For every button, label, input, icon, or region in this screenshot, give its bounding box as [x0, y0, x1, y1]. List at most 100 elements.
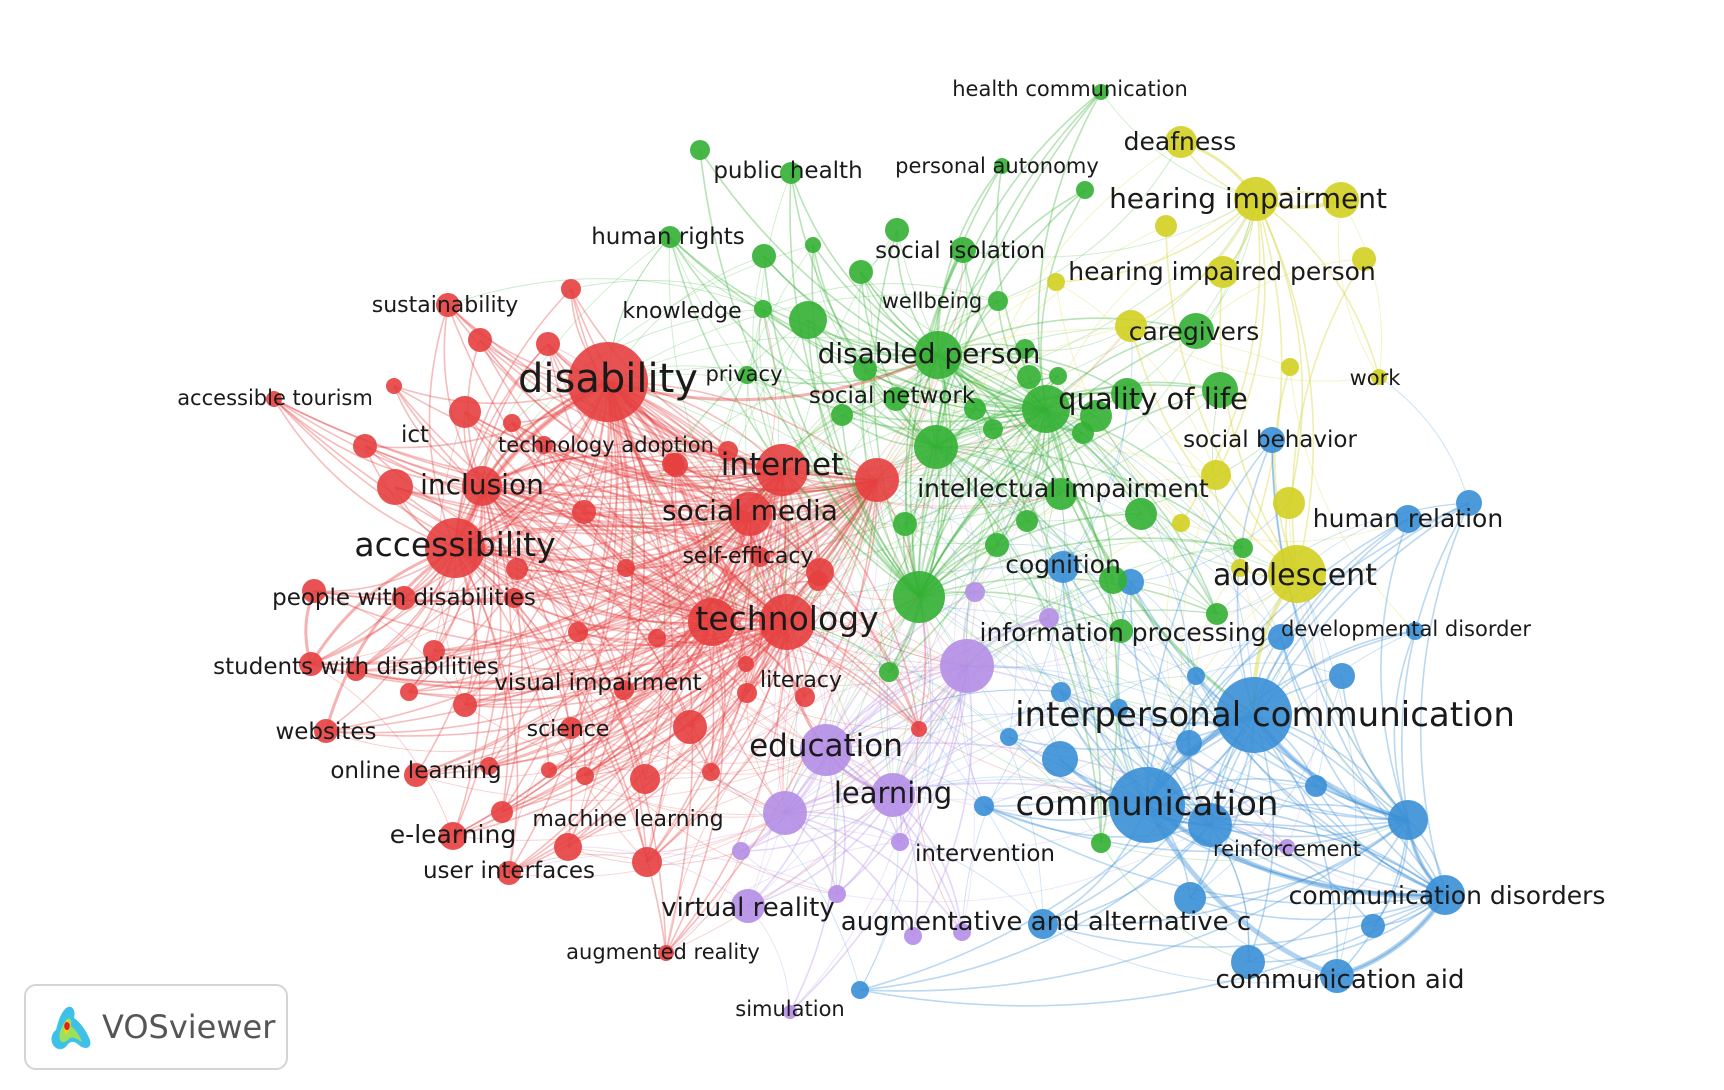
- node-learning[interactable]: [871, 773, 915, 817]
- node-hearing-impaired-person[interactable]: [1207, 256, 1239, 288]
- node-social-behavior[interactable]: [1259, 427, 1285, 453]
- node-n-r29[interactable]: [480, 757, 498, 775]
- node-n-y5[interactable]: [1047, 273, 1065, 291]
- node-social-isolation[interactable]: [950, 237, 976, 263]
- node-n-g27[interactable]: [988, 291, 1008, 311]
- node-n-g14[interactable]: [893, 512, 917, 536]
- node-n-r12[interactable]: [386, 378, 402, 394]
- node-n-r19[interactable]: [568, 622, 588, 642]
- node-n-b16[interactable]: [1000, 728, 1018, 746]
- node-simulation[interactable]: [783, 1005, 797, 1019]
- node-n-r31[interactable]: [491, 801, 513, 823]
- node-internet[interactable]: [756, 444, 808, 496]
- node-n-g25[interactable]: [885, 218, 909, 242]
- node-n-g12[interactable]: [853, 357, 877, 381]
- node-n-r4[interactable]: [630, 764, 660, 794]
- node-ict[interactable]: [449, 396, 481, 428]
- node-public-health[interactable]: [780, 162, 802, 184]
- node-personal-autonomy[interactable]: [994, 158, 1010, 174]
- node-n-r20[interactable]: [648, 629, 666, 647]
- node-n-r26[interactable]: [346, 661, 366, 681]
- node-n-r16[interactable]: [506, 558, 528, 580]
- node-user-interfaces[interactable]: [497, 861, 521, 885]
- node-n-y6[interactable]: [1281, 358, 1299, 376]
- node-n-g17[interactable]: [1099, 566, 1127, 594]
- node-n-g2[interactable]: [893, 571, 945, 623]
- node-n-y10[interactable]: [1172, 514, 1190, 532]
- node-n-p10[interactable]: [1279, 839, 1295, 855]
- node-n-r13[interactable]: [572, 500, 596, 524]
- node-accessibility[interactable]: [425, 518, 485, 578]
- node-n-r10[interactable]: [503, 414, 521, 432]
- node-n-b12[interactable]: [1361, 914, 1385, 938]
- node-n-g13[interactable]: [964, 398, 986, 420]
- node-n-g4[interactable]: [1080, 400, 1112, 432]
- node-n-g29[interactable]: [1049, 367, 1067, 385]
- node-n-g11[interactable]: [831, 404, 853, 426]
- node-n-y8[interactable]: [1201, 460, 1231, 490]
- node-n-b1[interactable]: [1188, 803, 1232, 847]
- node-n-y9[interactable]: [1231, 559, 1249, 577]
- node-n-r42[interactable]: [353, 434, 377, 458]
- node-n-g1[interactable]: [914, 425, 958, 469]
- node-deafness[interactable]: [1165, 126, 1197, 158]
- node-n-y7[interactable]: [1273, 487, 1305, 519]
- node-n-b9[interactable]: [1329, 663, 1355, 689]
- node-literacy-node[interactable]: [795, 687, 815, 707]
- node-n-g18[interactable]: [1206, 603, 1228, 625]
- node-n-g19[interactable]: [1109, 619, 1133, 643]
- node-social-media[interactable]: [728, 492, 772, 536]
- node-virtual-reality[interactable]: [731, 889, 765, 923]
- node-n-b4[interactable]: [1174, 882, 1206, 914]
- node-n-r30[interactable]: [576, 767, 594, 785]
- node-n-r21[interactable]: [392, 586, 416, 610]
- node-n-g8[interactable]: [1202, 372, 1238, 408]
- node-n-g16[interactable]: [1016, 510, 1038, 532]
- node-n-b14[interactable]: [851, 981, 869, 999]
- node-n-g6[interactable]: [1045, 478, 1077, 510]
- node-n-g30[interactable]: [879, 662, 899, 682]
- node-n-r17[interactable]: [617, 559, 635, 577]
- node-sustainability[interactable]: [436, 293, 460, 317]
- node-privacy[interactable]: [738, 366, 756, 384]
- node-n-g22[interactable]: [752, 244, 776, 268]
- node-n-g10[interactable]: [884, 387, 908, 411]
- node-augmentative-and-alternative-c[interactable]: [1028, 909, 1058, 939]
- node-n-g5[interactable]: [1125, 498, 1157, 530]
- node-communication-disorders[interactable]: [1425, 875, 1465, 915]
- node-n-r9[interactable]: [561, 279, 581, 299]
- node-n-b13[interactable]: [974, 796, 994, 816]
- node-n-g20[interactable]: [1233, 538, 1253, 558]
- node-n-y4[interactable]: [1155, 215, 1177, 237]
- node-n-g15[interactable]: [985, 533, 1009, 557]
- node-n-p1[interactable]: [940, 639, 994, 693]
- node-n-r23[interactable]: [423, 640, 445, 662]
- node-augmented-reality[interactable]: [658, 945, 674, 961]
- node-n-b17[interactable]: [1051, 682, 1071, 702]
- node-n-g31[interactable]: [1091, 833, 1111, 853]
- node-n-r36[interactable]: [738, 656, 754, 672]
- node-n-r28[interactable]: [560, 717, 582, 739]
- node-interpersonal-communication[interactable]: [1216, 677, 1292, 753]
- node-n-y1[interactable]: [1323, 182, 1359, 218]
- node-n-r15[interactable]: [718, 441, 738, 461]
- node-e-learning[interactable]: [439, 822, 467, 850]
- node-n-g7[interactable]: [1111, 378, 1143, 410]
- node-n-r32[interactable]: [554, 833, 582, 861]
- node-n-r24[interactable]: [400, 683, 418, 701]
- node-n-p6[interactable]: [828, 885, 846, 903]
- node-n-p7[interactable]: [953, 923, 971, 941]
- node-n-r33[interactable]: [702, 763, 720, 781]
- node-communication[interactable]: [1109, 767, 1185, 843]
- node-n-g3[interactable]: [789, 301, 827, 339]
- node-n-g26[interactable]: [1076, 181, 1094, 199]
- node-communication-aid[interactable]: [1320, 959, 1354, 993]
- node-technology[interactable]: [759, 594, 815, 650]
- node-disabled-person[interactable]: [914, 331, 962, 379]
- node-n-g23[interactable]: [805, 237, 821, 253]
- node-websites[interactable]: [314, 719, 338, 743]
- node-n-r39[interactable]: [750, 547, 770, 567]
- node-n-b5[interactable]: [1042, 741, 1078, 777]
- node-caregivers[interactable]: [1178, 313, 1214, 349]
- node-n-p3[interactable]: [1039, 608, 1059, 628]
